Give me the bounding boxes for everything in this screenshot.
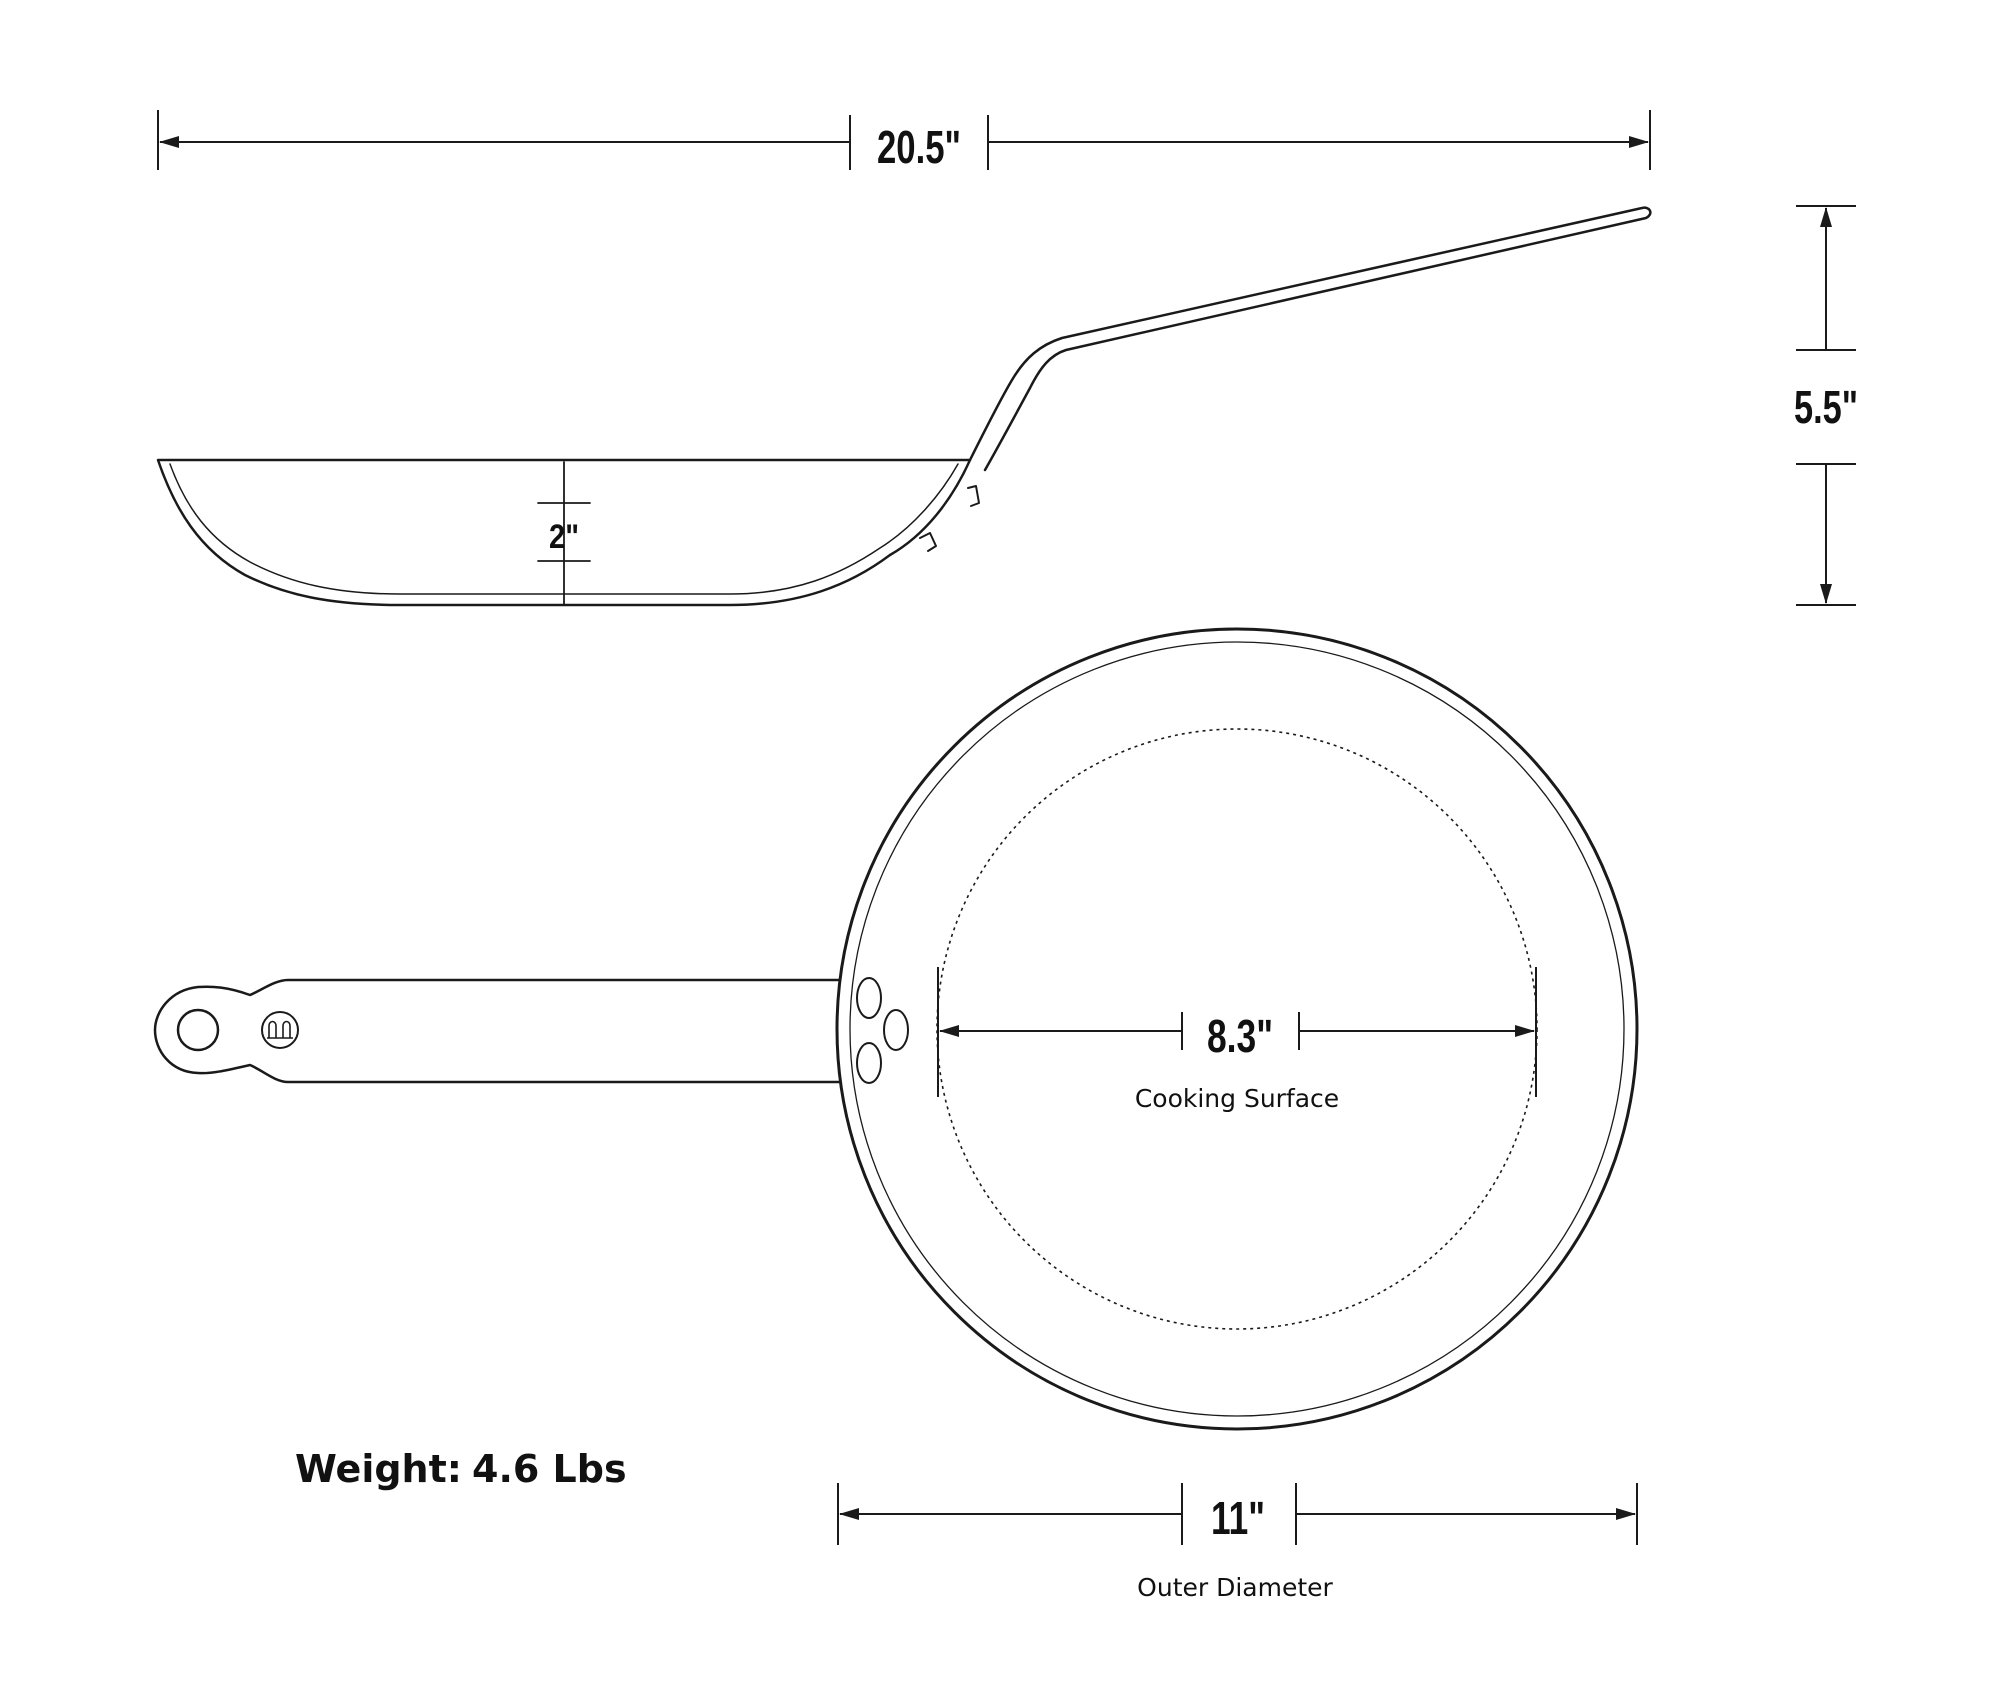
- brand-logo-icon: [261, 1011, 299, 1049]
- cooking-surface-label: 8.3": [1207, 1010, 1273, 1062]
- weight-value: 4.6 Lbs: [472, 1447, 627, 1491]
- pan-top-view: [153, 627, 1639, 1431]
- pan-side-view: [156, 206, 1652, 607]
- handle-height-label: 5.5": [1794, 381, 1858, 433]
- outer-diameter-dimension: 11" Outer Diameter: [837, 1483, 1638, 1602]
- weight-annotation: Weight: 4.6 Lbs: [295, 1447, 627, 1491]
- weight-label: Weight:: [295, 1447, 462, 1491]
- overall-length-dimension: 20.5": [157, 110, 1651, 173]
- overall-length-label: 20.5": [877, 121, 961, 173]
- cooking-surface-caption: Cooking Surface: [1135, 1084, 1339, 1113]
- pan-depth-label: 2": [549, 518, 579, 556]
- hanging-hole: [176, 1008, 220, 1052]
- outer-diameter-caption: Outer Diameter: [1137, 1573, 1333, 1602]
- outer-diameter-label: 11": [1211, 1492, 1265, 1544]
- cooking-surface-dimension: 8.3" Cooking Surface: [937, 967, 1537, 1113]
- handle-height-dimension: 5.5": [1794, 205, 1858, 606]
